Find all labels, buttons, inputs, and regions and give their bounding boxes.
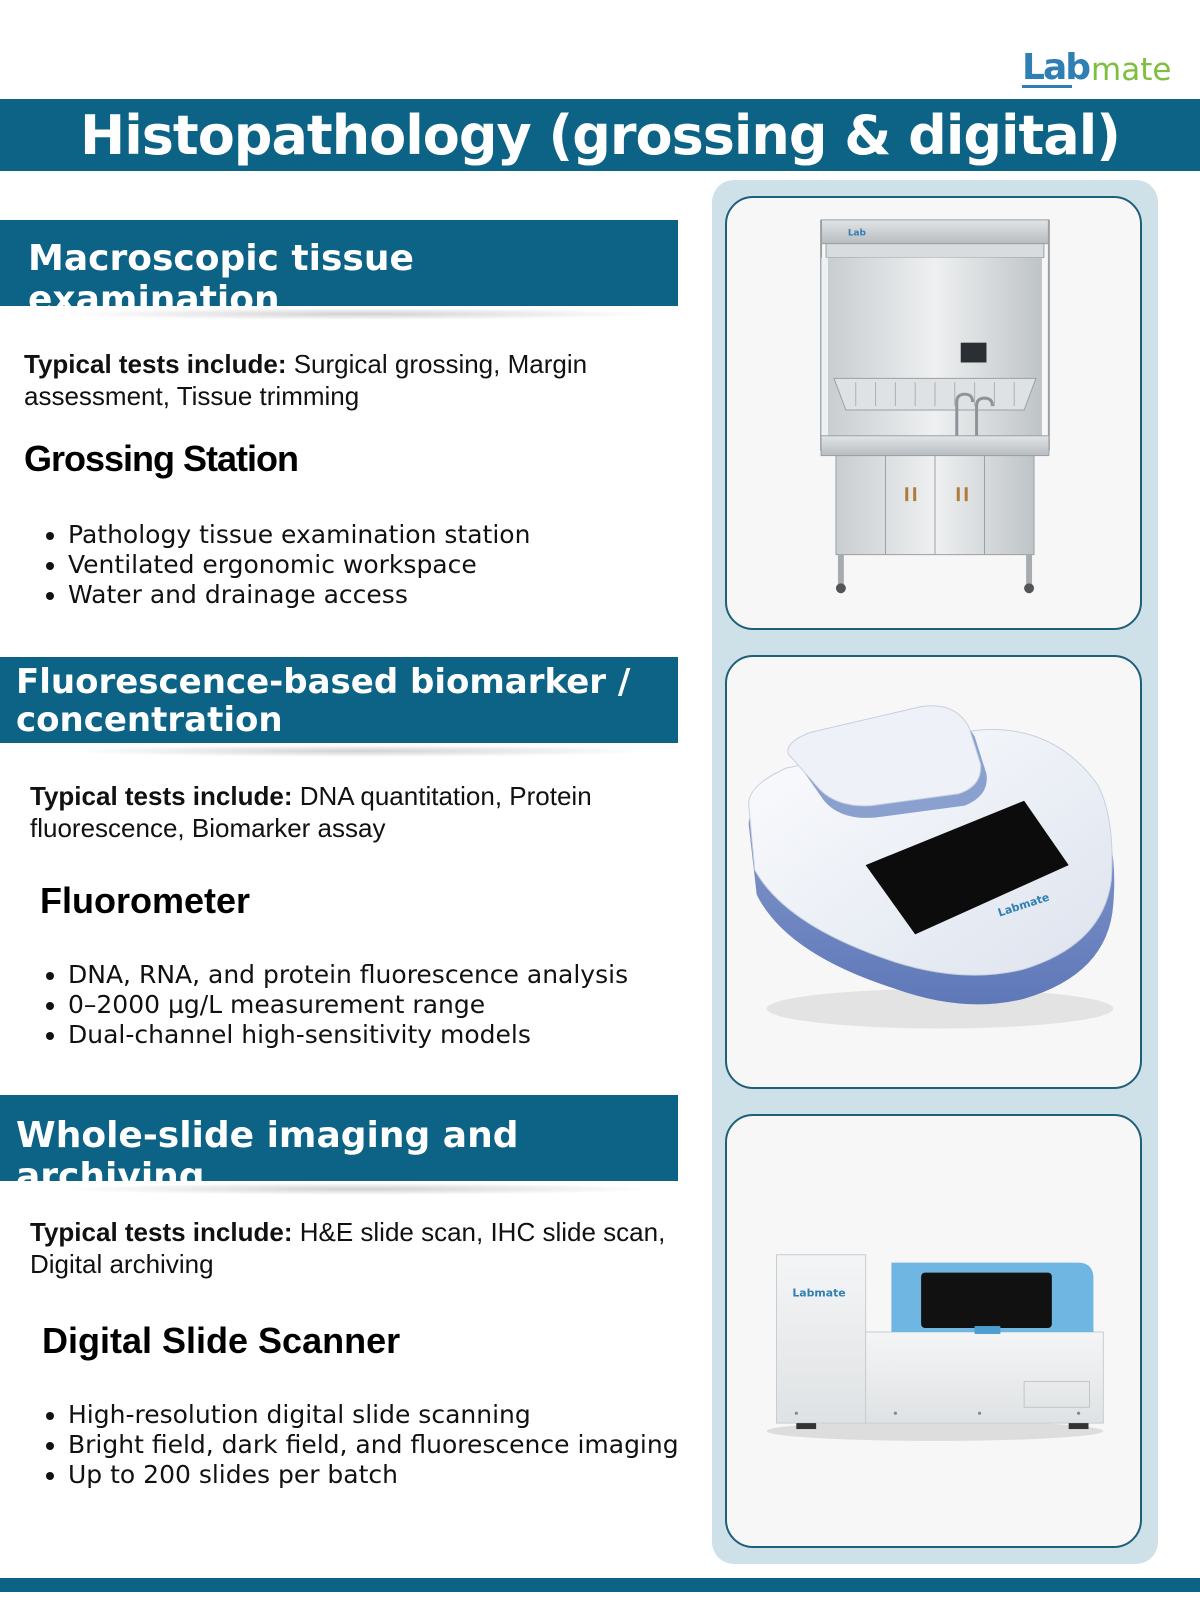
section-heading-fluorescence: Fluorescence-based biomarker / concentra… xyxy=(0,657,678,757)
product-name-fluorometer: Fluorometer xyxy=(40,880,251,921)
list-item: Pathology tissue examination station xyxy=(68,520,530,550)
slide-scanner-illustration: Labmate xyxy=(766,1254,1104,1441)
list-item: Water and drainage access xyxy=(68,580,530,610)
list-item: Up to 200 slides per batch xyxy=(68,1460,679,1490)
section-heading-whole-slide: Whole-slide imaging and archiving xyxy=(0,1095,678,1197)
fluorometer-image-card: Labmate xyxy=(725,655,1142,1089)
product-name-digital-slide-scanner: Digital Slide Scanner xyxy=(42,1320,401,1361)
product-name-grossing-station: Grossing Station xyxy=(24,438,299,479)
list-item: Bright field, dark field, and fluorescen… xyxy=(68,1430,679,1460)
list-item: Ventilated ergonomic workspace xyxy=(68,550,530,580)
grossing-logo-icon: Lab xyxy=(848,229,866,239)
typical-tests-whole-slide: Typical tests include: H&E slide scan, I… xyxy=(30,1216,670,1280)
logo-underline xyxy=(1022,85,1072,88)
list-item: Dual-channel high-sensitivity models xyxy=(68,1020,628,1050)
typical-text: Surgical grossing, Margin assessment, Ti… xyxy=(24,349,588,411)
labmate-logo: Lab mate xyxy=(1022,40,1172,88)
typical-text: DNA quantitation, Protein fluorescence, … xyxy=(30,781,592,843)
slide-scanner-image-card: Labmate xyxy=(725,1114,1142,1548)
section-heading-macroscopic: Macroscopic tissue examination xyxy=(0,220,678,320)
list-item: DNA, RNA, and protein fluorescence analy… xyxy=(68,960,628,990)
typical-label: Typical tests include: xyxy=(30,1217,293,1247)
list-item: 0–2000 µg/L measurement range xyxy=(68,990,628,1020)
logo-mate-text: mate xyxy=(1091,52,1172,88)
bullet-list-grossing-station: Pathology tissue examination station Ven… xyxy=(24,520,530,610)
typical-label: Typical tests include: xyxy=(30,781,293,811)
grossing-station-illustration: Lab xyxy=(820,219,1050,594)
typical-text: H&E slide scan, IHC slide scan, Digital … xyxy=(30,1217,666,1279)
title-band: Histopathology (grossing & digital) xyxy=(0,99,1200,171)
typical-tests-fluorescence: Typical tests include: DNA quantitation,… xyxy=(30,780,670,844)
grossing-station-image-card: Lab xyxy=(725,196,1142,630)
bullet-list-digital-slide-scanner: High-resolution digital slide scanning B… xyxy=(24,1400,679,1490)
logo-lab-text: Lab xyxy=(1022,47,1091,88)
bullet-list-fluorometer: DNA, RNA, and protein fluorescence analy… xyxy=(24,960,628,1050)
typical-tests-macroscopic: Typical tests include: Surgical grossing… xyxy=(24,348,664,412)
scanner-logo-icon: Labmate xyxy=(792,1286,845,1299)
typical-label: Typical tests include: xyxy=(24,349,287,379)
list-item: High-resolution digital slide scanning xyxy=(68,1400,679,1430)
bottom-bar xyxy=(0,1578,1200,1592)
fluorometer-illustration: Labmate xyxy=(748,705,1115,1029)
page-title: Histopathology (grossing & digital) xyxy=(80,103,1121,167)
